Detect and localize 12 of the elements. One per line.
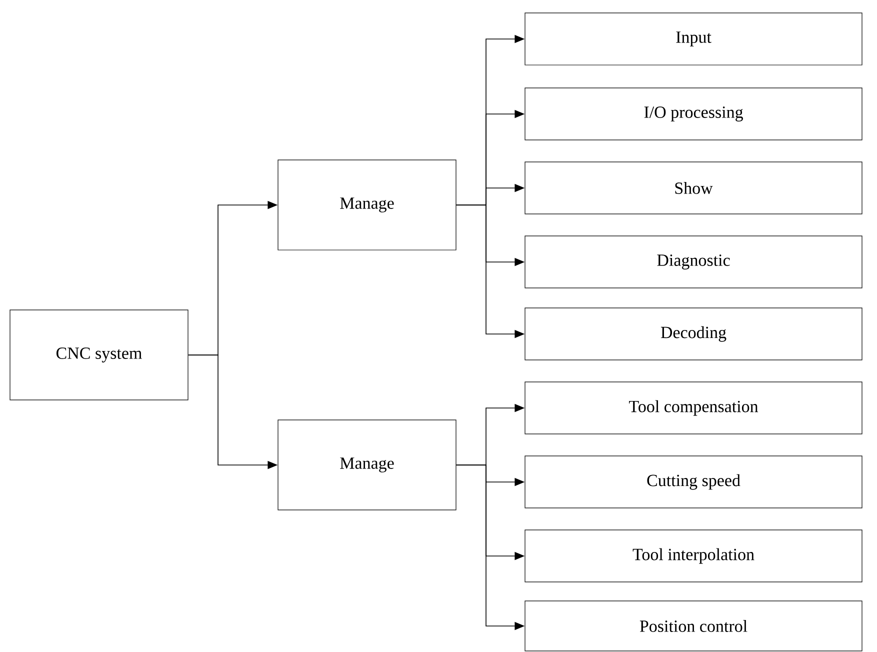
process-box: Position control xyxy=(524,600,862,652)
process-box: Decoding xyxy=(524,308,862,360)
process-box: Input xyxy=(524,12,862,66)
process-box: Tool interpolation xyxy=(524,530,862,582)
process-box: I/O processing xyxy=(524,88,862,140)
process-box: Manage xyxy=(278,420,456,510)
process-box: Show xyxy=(524,162,862,214)
process-box: Cutting speed xyxy=(524,456,862,508)
process-box: CNC system xyxy=(10,310,188,400)
process-box: Tool compensation xyxy=(524,382,862,434)
process-box: Manage xyxy=(278,160,456,250)
process-box: Diagnostic xyxy=(524,236,862,288)
